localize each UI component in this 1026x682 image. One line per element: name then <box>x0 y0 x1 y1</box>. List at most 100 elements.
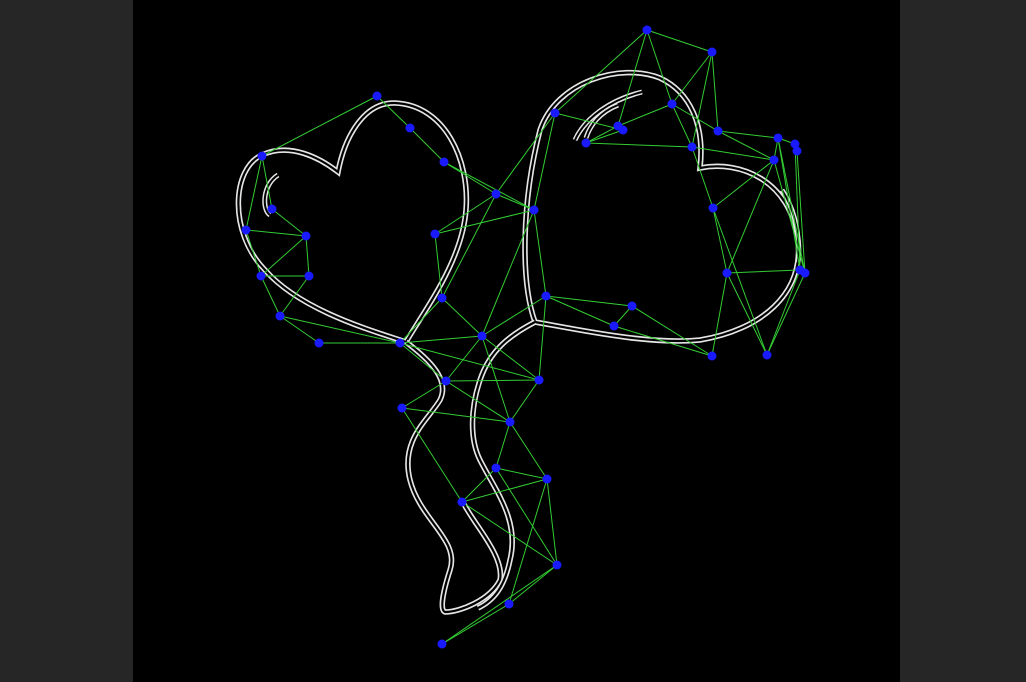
mesh-node-45[interactable] <box>542 474 552 484</box>
mesh-edge <box>260 235 307 277</box>
mesh-edge <box>777 137 806 274</box>
mesh-node-8[interactable] <box>667 99 677 109</box>
mesh-node-22[interactable] <box>241 225 251 235</box>
mesh-node-5[interactable] <box>405 123 415 133</box>
mesh-node-30[interactable] <box>437 293 447 303</box>
mesh-node-27[interactable] <box>722 268 732 278</box>
mesh-edge <box>613 325 713 357</box>
mesh-node-11[interactable] <box>790 139 800 149</box>
mesh-edge <box>646 29 713 53</box>
mesh-edge <box>726 269 801 274</box>
mesh-node-21[interactable] <box>708 203 718 213</box>
mesh-edge <box>533 112 556 211</box>
mesh-node-32[interactable] <box>627 301 637 311</box>
mesh-node-42[interactable] <box>397 403 407 413</box>
mesh-edge <box>481 209 535 337</box>
balloon-outline-3 <box>404 339 504 615</box>
mesh-edge <box>271 208 307 237</box>
mesh-edge <box>691 146 775 161</box>
mesh-edge <box>617 29 648 127</box>
mesh-node-34[interactable] <box>275 311 285 321</box>
mesh-node-13[interactable] <box>581 138 591 148</box>
mesh-node-15[interactable] <box>769 155 779 165</box>
mesh-edge <box>545 295 615 327</box>
mesh-node-1[interactable] <box>642 25 652 35</box>
mesh-edge <box>260 275 281 317</box>
mesh-edge <box>434 233 443 299</box>
mesh-node-7[interactable] <box>618 125 628 135</box>
mesh-edge <box>554 29 648 114</box>
mesh-edge <box>777 137 801 271</box>
mesh-edge <box>671 51 713 105</box>
mesh-edge <box>509 379 540 423</box>
mesh-edge <box>585 129 624 144</box>
mesh-edge <box>509 421 548 480</box>
mesh-edge <box>434 193 497 235</box>
mesh-edge <box>766 272 806 356</box>
mesh-edge <box>711 51 719 132</box>
mesh-node-23[interactable] <box>301 231 311 241</box>
mesh-node-4[interactable] <box>550 108 560 118</box>
mesh-edge <box>508 478 548 605</box>
mesh-node-14[interactable] <box>687 142 697 152</box>
mesh-edge <box>691 146 714 209</box>
outline-outer-1 <box>235 100 470 346</box>
mesh-edge <box>441 564 558 645</box>
mesh-node-40[interactable] <box>707 351 717 361</box>
mesh-node-41[interactable] <box>762 350 772 360</box>
mesh-node-39[interactable] <box>534 375 544 385</box>
mesh-node-17[interactable] <box>439 157 449 167</box>
mesh-node-37[interactable] <box>395 338 405 348</box>
mesh-node-36[interactable] <box>477 331 487 341</box>
mesh-node-24[interactable] <box>430 229 440 239</box>
mesh-edge <box>495 467 548 480</box>
mesh-node-46[interactable] <box>457 497 467 507</box>
graph-canvas[interactable] <box>133 0 900 682</box>
mesh-node-2[interactable] <box>707 47 717 57</box>
mesh-edge <box>279 315 320 344</box>
mesh-node-31[interactable] <box>541 291 551 301</box>
mesh-edge <box>305 235 310 277</box>
mesh-node-29[interactable] <box>800 268 810 278</box>
mesh-node-33[interactable] <box>609 321 619 331</box>
mesh-node-25[interactable] <box>256 271 266 281</box>
highlight-arc-3 <box>583 102 619 139</box>
mesh-edge <box>712 159 775 209</box>
mesh-node-10[interactable] <box>773 133 783 143</box>
mesh-overlay-svg <box>235 25 810 649</box>
mesh-edge <box>399 335 483 344</box>
mesh-edge <box>434 209 535 235</box>
highlight-arc-1 <box>262 172 280 218</box>
mesh-edge <box>585 142 693 148</box>
mesh-edge <box>495 467 558 566</box>
mesh-edge <box>766 269 801 356</box>
highlight-inner-3 <box>585 104 619 139</box>
mesh-node-26[interactable] <box>304 271 314 281</box>
mesh-node-43[interactable] <box>505 417 515 427</box>
mesh-edge <box>545 295 633 307</box>
mesh-node-12[interactable] <box>792 146 802 156</box>
mesh-edge <box>445 380 511 423</box>
mesh-node-38[interactable] <box>441 376 451 386</box>
mesh-node-48[interactable] <box>504 599 514 609</box>
mesh-edge <box>399 342 540 381</box>
mesh-node-9[interactable] <box>713 126 723 136</box>
mesh-node-47[interactable] <box>552 560 562 570</box>
mesh-node-35[interactable] <box>314 338 324 348</box>
mesh-node-19[interactable] <box>529 205 539 215</box>
mesh-node-16[interactable] <box>257 151 267 161</box>
mesh-edge <box>245 229 307 237</box>
mesh-edge <box>617 103 673 127</box>
mesh-node-3[interactable] <box>372 91 382 101</box>
mesh-node-49[interactable] <box>437 639 447 649</box>
mesh-edge <box>461 467 497 503</box>
mesh-node-44[interactable] <box>491 463 501 473</box>
mesh-nodes[interactable] <box>241 25 810 649</box>
mesh-node-18[interactable] <box>491 189 501 199</box>
mesh-node-20[interactable] <box>267 204 277 214</box>
mesh-edge <box>796 150 806 274</box>
mesh-edge <box>508 564 558 605</box>
mesh-edge <box>443 161 497 195</box>
mesh-edge <box>554 112 624 131</box>
mesh-edge <box>261 155 273 210</box>
